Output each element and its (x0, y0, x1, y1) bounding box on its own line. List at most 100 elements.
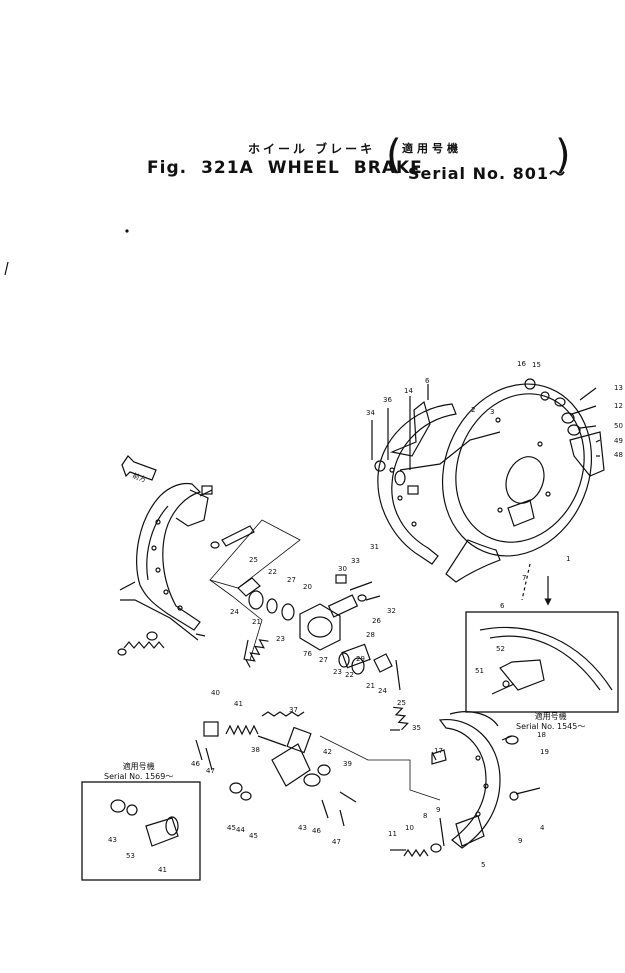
speck-mark (4, 261, 9, 276)
title-japanese: ホイール ブレーキ (248, 142, 376, 156)
part-number: 47 (332, 838, 341, 846)
part-number: 14 (404, 387, 413, 395)
part-number: 8 (423, 812, 427, 820)
part-number: 31 (370, 543, 379, 551)
part-number: 36 (383, 396, 392, 404)
inset-right-jp: 適用号機 (534, 712, 567, 721)
nut (374, 460, 386, 472)
part-number: 43 (298, 824, 307, 832)
bleeder-screw (349, 581, 373, 591)
pin (195, 633, 206, 637)
part-number: 52 (496, 645, 505, 653)
cup (266, 598, 278, 614)
nut (524, 378, 536, 390)
part-number: 53 (126, 852, 135, 860)
anchor-pin (515, 787, 541, 795)
part-number: 6 (425, 377, 430, 385)
part-number: 41 (234, 700, 243, 708)
serial-range: Serial No. 801～ (408, 164, 567, 183)
inset-right-serial: Serial No. 1545～ (516, 722, 586, 731)
part-number: 46 (312, 827, 321, 835)
part-number: 47 (206, 767, 215, 775)
screw (199, 489, 213, 497)
part-number: 19 (540, 748, 549, 756)
part-number: 22 (268, 568, 277, 576)
upper-brake-shoe (377, 400, 501, 583)
pin (119, 581, 136, 591)
lever-plate (271, 743, 311, 787)
bushing (317, 764, 331, 776)
return-spring-long (393, 706, 409, 731)
part-number: 37 (289, 706, 298, 714)
bolt (395, 659, 401, 691)
part-number: 22 (345, 671, 354, 679)
inset-left-caption: 適用号機 Serial No. 1569～ (104, 762, 173, 782)
part-number: 33 (351, 557, 360, 565)
inset-frame-right (465, 611, 619, 713)
washer (540, 391, 550, 401)
adjusting-link (399, 431, 501, 471)
part-number: 23 (276, 635, 285, 643)
part-number: 5 (481, 861, 485, 869)
speck-mark (125, 229, 129, 233)
part-number: 51 (475, 667, 484, 675)
inset-right-caption: 適用号機 Serial No. 1545～ (516, 712, 585, 732)
adjuster-bolt (221, 525, 255, 547)
part-number: 6 (500, 602, 505, 610)
part-number: 32 (387, 607, 396, 615)
cable-line (319, 735, 441, 801)
part-number: 41 (158, 866, 167, 874)
part-number: 28 (366, 631, 375, 639)
part-number: 21 (252, 618, 261, 626)
part-number: 24 (230, 608, 239, 616)
fig-number: 321A (201, 158, 254, 178)
inset-bushing (126, 804, 138, 816)
part-number: 48 (614, 451, 623, 459)
direction-tag-text: 前方 (131, 471, 147, 484)
part-number: 50 (614, 422, 623, 430)
washer (210, 541, 220, 549)
part-number: 9 (518, 837, 522, 845)
part-number: 76 (303, 650, 312, 658)
part-number: 17 (434, 747, 443, 755)
part-number: 45 (227, 824, 236, 832)
lock-washer (554, 397, 566, 407)
close-paren: ) (555, 132, 571, 178)
cam-plate (286, 726, 312, 754)
part-number: 39 (343, 760, 352, 768)
part-number: 42 (323, 748, 332, 756)
bolt (321, 799, 329, 819)
inset-washer (110, 799, 126, 813)
lower-brake-shoe (438, 711, 501, 849)
part-number: 11 (388, 830, 397, 838)
part-number: 2 (471, 406, 475, 414)
piston (248, 590, 264, 610)
part-number: 44 (236, 826, 245, 834)
left-brake-shoe (136, 482, 209, 631)
part-number: 38 (251, 746, 260, 754)
part-number: 3 (490, 408, 494, 416)
part-number: 45 (249, 832, 258, 840)
part-number: 30 (338, 565, 347, 573)
part-number: 18 (537, 731, 546, 739)
inset-bracket (499, 659, 545, 691)
part-number: 46 (191, 760, 200, 768)
part-number: 4 (540, 824, 545, 832)
part-number: 24 (378, 687, 387, 695)
inset-left-serial: Serial No. 1569～ (104, 772, 174, 781)
washer (303, 773, 321, 787)
bleeder-cap (335, 574, 347, 584)
inset-bolt (491, 683, 515, 695)
spring (244, 639, 269, 668)
fig-prefix: Fig. (147, 158, 188, 178)
part-number: 10 (405, 824, 414, 832)
inset-pin (145, 817, 179, 847)
clevis (339, 791, 357, 803)
serial-japanese: 適用号機 (402, 142, 462, 155)
part-number: 27 (287, 576, 296, 584)
tension-spring (261, 711, 305, 717)
adjuster-nut (394, 470, 406, 486)
title-word-1: WHEEL (267, 158, 340, 178)
